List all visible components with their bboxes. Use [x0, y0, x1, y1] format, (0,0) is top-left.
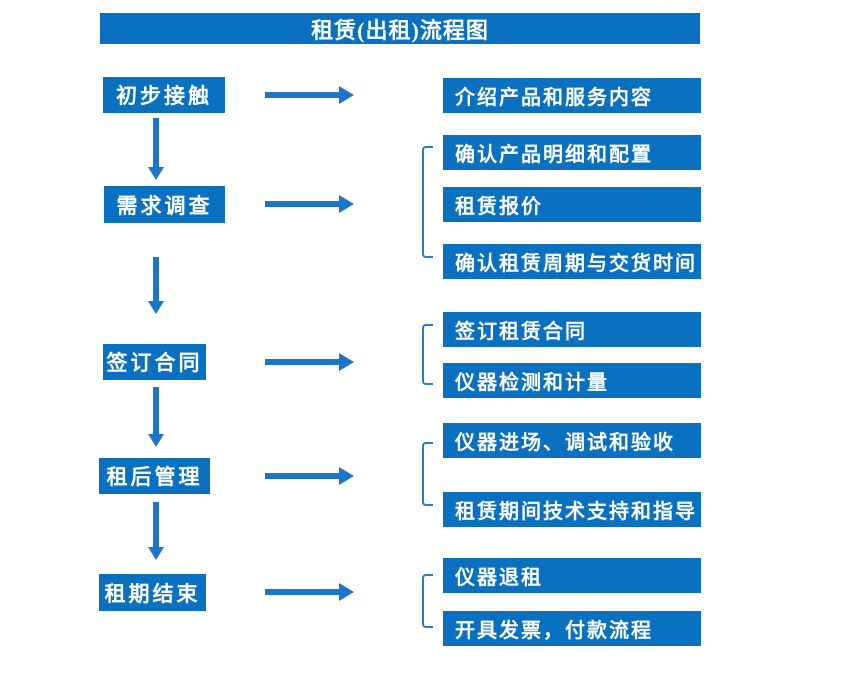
arrow-shaft [153, 118, 159, 168]
step-box-initial-contact: 初步接触 [103, 77, 225, 113]
arrow-shaft [265, 589, 339, 595]
arrow-shaft [153, 502, 159, 548]
arrow-shaft [265, 92, 339, 98]
step-box-sign-contract: 签订合同 [103, 344, 206, 380]
right-arrow-icon-3 [265, 353, 354, 371]
right-arrow-icon-2 [265, 195, 354, 213]
arrow-shaft [153, 387, 159, 435]
right-arrow-icon-1 [265, 86, 354, 104]
arrow-shaft [265, 359, 339, 365]
down-arrow-icon-1 [148, 118, 164, 180]
arrow-head [339, 86, 354, 104]
arrow-shaft [265, 201, 339, 207]
page-title: 租赁(出租)流程图 [311, 17, 489, 43]
detail-box-sign-rental-contract: 签订租赁合同 [443, 312, 701, 347]
step-box-post-rental-management: 租后管理 [99, 458, 210, 494]
arrow-head [148, 434, 164, 447]
detail-box-rental-quotation: 租赁报价 [443, 187, 701, 222]
arrow-head [339, 353, 354, 371]
down-arrow-icon-4 [148, 502, 164, 560]
arrow-head [339, 583, 354, 601]
arrow-head [339, 195, 354, 213]
group-bracket-sign-contract [422, 324, 433, 385]
group-bracket-demand-survey [422, 146, 433, 258]
detail-box-confirm-rental-period: 确认租赁周期与交货时间 [443, 244, 701, 279]
down-arrow-icon-3 [148, 387, 164, 447]
arrow-head [339, 467, 354, 485]
group-bracket-post-rental-management [422, 442, 433, 506]
detail-box-introduce-products: 介绍产品和服务内容 [443, 78, 701, 113]
step-box-rental-end: 租期结束 [99, 574, 206, 611]
arrow-head [148, 547, 164, 560]
detail-box-instrument-testing: 仪器检测和计量 [443, 363, 701, 398]
right-arrow-icon-5 [265, 583, 354, 601]
detail-box-confirm-product-details: 确认产品明细和配置 [443, 135, 701, 170]
group-bracket-rental-end [422, 574, 433, 628]
detail-box-technical-support: 租赁期间技术支持和指导 [443, 492, 701, 527]
arrow-shaft [153, 257, 159, 302]
arrow-head [148, 167, 164, 180]
arrow-shaft [265, 473, 339, 479]
down-arrow-icon-2 [148, 257, 164, 314]
detail-box-instrument-setup: 仪器进场、调试和验收 [443, 423, 701, 458]
title-bar: 租赁(出租)流程图 [100, 13, 700, 44]
arrow-head [148, 301, 164, 314]
step-box-demand-survey: 需求调查 [104, 186, 225, 223]
detail-box-instrument-return: 仪器退租 [443, 558, 701, 593]
detail-box-invoice-payment: 开具发票，付款流程 [443, 611, 701, 646]
right-arrow-icon-4 [265, 467, 354, 485]
